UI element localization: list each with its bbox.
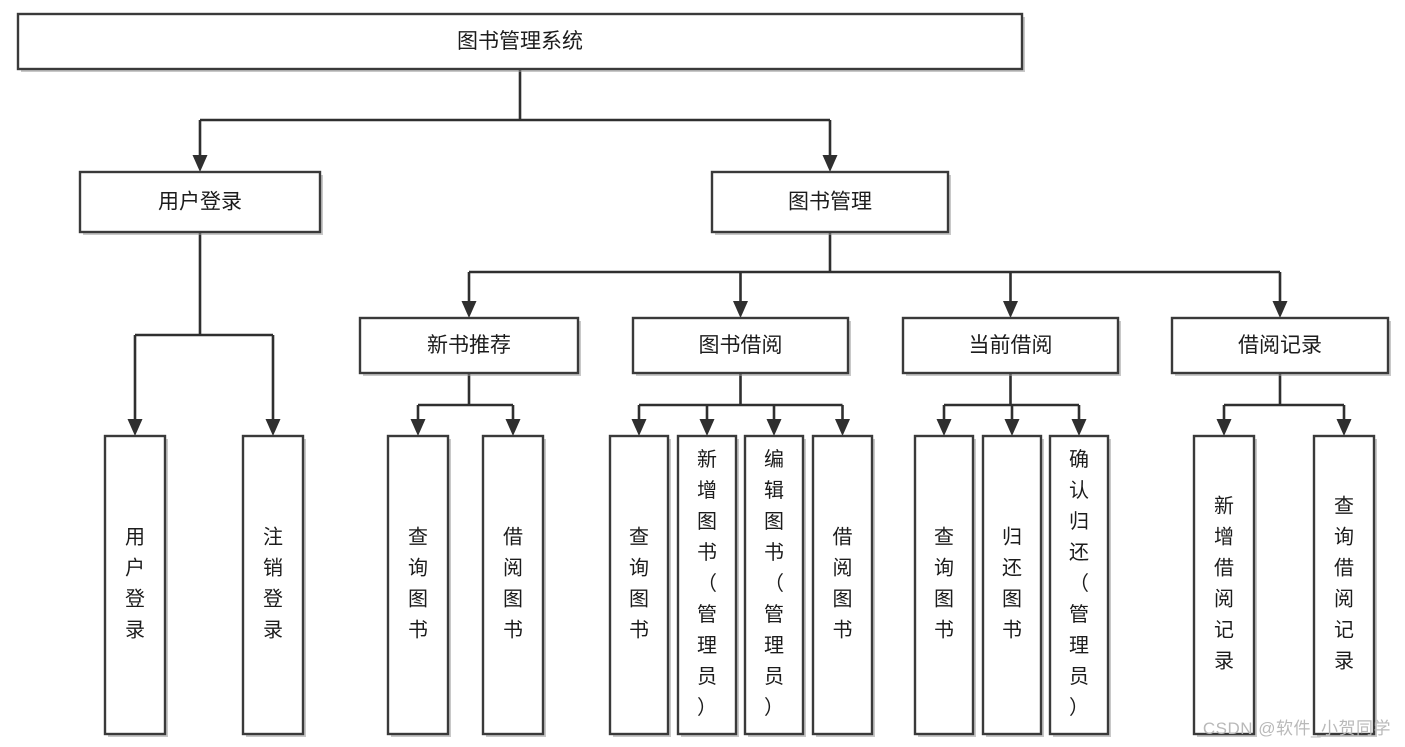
arrow-head-icon: [631, 419, 647, 436]
diagram-node-c-query[interactable]: 查询图书: [913, 434, 976, 737]
diagram-node-newbook[interactable]: 新书推荐: [358, 316, 581, 376]
diagram-node-b-query[interactable]: 查询图书: [608, 434, 671, 737]
node-box: [1312, 434, 1376, 736]
csdn-watermark: CSDN @软件_小贺同学: [1202, 719, 1391, 738]
diagram-node-b-edit[interactable]: 编辑图书（管理员）: [743, 434, 806, 737]
arrow-head-icon: [1336, 419, 1352, 436]
diagram-node-l-logout[interactable]: 注销登录: [241, 434, 306, 737]
arrow-head-icon: [1071, 419, 1087, 436]
arrow-head-icon: [1216, 419, 1232, 436]
node-box: [481, 434, 545, 736]
node-box: [743, 434, 805, 736]
diagram-node-r-query[interactable]: 查询借阅记录: [1312, 434, 1377, 737]
node-label: 查询图书: [408, 526, 428, 642]
arrow-head-icon: [192, 155, 208, 172]
diagram-node-b-add[interactable]: 新增图书（管理员）: [676, 434, 739, 737]
node-box: [241, 434, 305, 736]
arrow-head-icon: [1003, 301, 1018, 318]
arrow-head-icon: [699, 419, 715, 436]
node-label: 确认归还（管理员）: [1069, 448, 1089, 719]
arrow-head-icon: [127, 419, 143, 436]
node-label: 新增图书（管理员）: [697, 448, 717, 719]
diagram-node-borrow[interactable]: 图书借阅: [631, 316, 851, 376]
arrow-head-icon: [822, 155, 838, 172]
arrow-head-icon: [505, 419, 521, 436]
connector-group-root: [192, 69, 838, 172]
arrow-head-icon: [936, 419, 952, 436]
connector-layer: [127, 69, 1352, 436]
node-box: [676, 434, 738, 736]
node-label: 新增借阅记录: [1214, 495, 1234, 673]
node-box: [710, 170, 950, 234]
diagram-node-b-lend[interactable]: 借阅图书: [811, 434, 875, 737]
connector-group-records: [1216, 373, 1352, 436]
node-box: [78, 170, 322, 234]
node-label: 图书管理: [788, 191, 872, 214]
arrow-head-icon: [1272, 301, 1288, 318]
connector-group-borrow: [631, 373, 850, 436]
diagram-node-login[interactable]: 用户登录: [78, 170, 323, 235]
node-label: 当前借阅: [969, 334, 1053, 357]
node-label: 查询图书: [629, 526, 649, 642]
node-label: 图书管理系统: [457, 30, 583, 53]
diagram-node-n-borrow[interactable]: 借阅图书: [481, 434, 546, 737]
connector-group-newbook: [410, 373, 521, 436]
node-box: [386, 434, 450, 736]
arrow-head-icon: [733, 301, 748, 318]
node-label: 归还图书: [1002, 526, 1022, 642]
node-box: [358, 316, 580, 375]
node-label: 借阅图书: [503, 526, 523, 642]
diagram-node-c-confirm[interactable]: 确认归还（管理员）: [1048, 434, 1111, 737]
arrow-head-icon: [1004, 419, 1020, 436]
diagram-node-c-return[interactable]: 归还图书: [981, 434, 1044, 737]
diagram-node-r-add[interactable]: 新增借阅记录: [1192, 434, 1257, 737]
node-label: 查询图书: [934, 526, 954, 642]
node-label: 借阅图书: [833, 526, 853, 642]
node-box: [981, 434, 1043, 736]
node-box: [16, 12, 1024, 71]
arrow-head-icon: [766, 419, 782, 436]
node-box: [103, 434, 167, 736]
diagram-node-records[interactable]: 借阅记录: [1170, 316, 1391, 376]
node-box: [1170, 316, 1390, 375]
connector-group-login: [127, 232, 281, 436]
connector-group-bookmgmt: [461, 232, 1288, 318]
node-layer: 图书管理系统用户登录图书管理新书推荐图书借阅当前借阅借阅记录用户登录注销登录查询…: [16, 12, 1391, 737]
node-box: [608, 434, 670, 736]
node-box: [1192, 434, 1256, 736]
diagram-node-bookmgmt[interactable]: 图书管理: [710, 170, 951, 235]
node-label: 用户登录: [158, 191, 242, 214]
arrow-head-icon: [835, 419, 850, 436]
node-box: [901, 316, 1120, 375]
node-box: [631, 316, 850, 375]
diagram-node-n-query[interactable]: 查询图书: [386, 434, 451, 737]
node-label: 图书借阅: [699, 334, 783, 357]
node-box: [913, 434, 975, 736]
arrow-head-icon: [265, 419, 281, 436]
arrow-head-icon: [410, 419, 426, 436]
node-label: 编辑图书（管理员）: [764, 448, 784, 719]
node-box: [811, 434, 874, 736]
arrow-head-icon: [461, 301, 477, 318]
node-label: 用户登录: [125, 527, 145, 642]
diagram-node-root[interactable]: 图书管理系统: [16, 12, 1025, 72]
diagram-node-l-login[interactable]: 用户登录: [103, 434, 168, 737]
node-label: 借阅记录: [1238, 334, 1322, 357]
node-label: 查询借阅记录: [1334, 495, 1354, 673]
node-box: [1048, 434, 1110, 736]
connector-group-current: [936, 373, 1087, 436]
node-label: 新书推荐: [427, 334, 511, 357]
node-label: 注销登录: [263, 526, 283, 642]
diagram-node-current[interactable]: 当前借阅: [901, 316, 1121, 376]
